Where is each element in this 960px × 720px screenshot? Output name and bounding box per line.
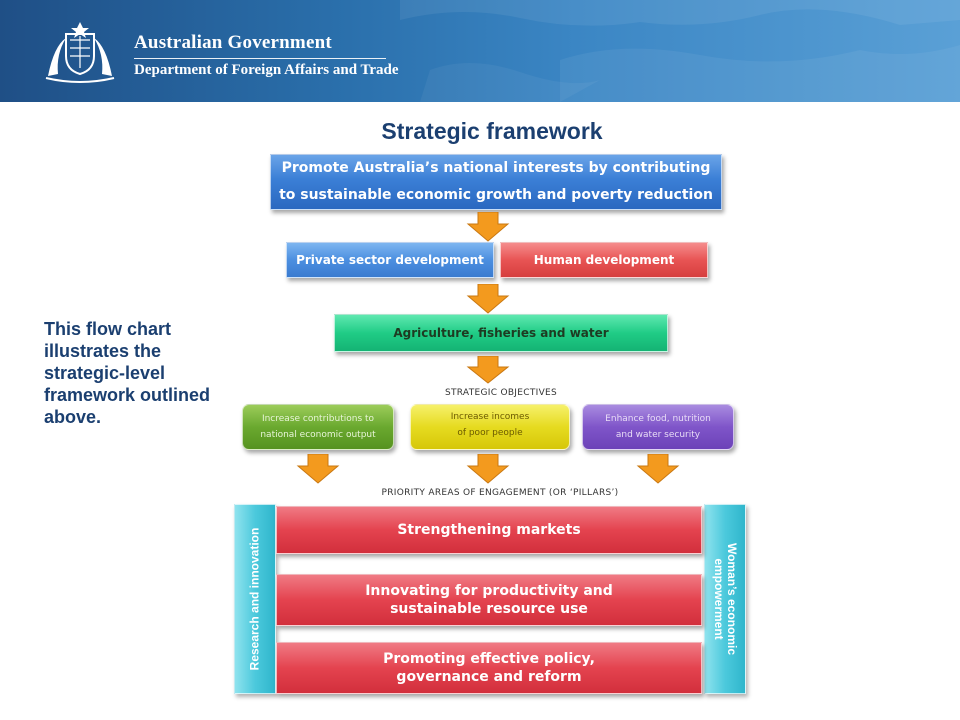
goal-line-2: to sustainable economic growth and pover…: [279, 187, 713, 203]
pillar-2-line-1: Innovating for productivity and: [365, 583, 613, 599]
objective-box-1: Increase contributions to national econo…: [242, 404, 394, 450]
pillar-box-2: Innovating for productivity and sustaina…: [276, 574, 702, 626]
research-innovation-label: Research and innovation: [247, 527, 262, 671]
womens-empowerment-line-2: empowerment: [712, 558, 726, 640]
objective-3-line-1: Enhance food, nutrition: [605, 414, 711, 424]
pillar-box-1: Strengthening markets: [276, 506, 702, 554]
pillar-1-line-1: Strengthening markets: [397, 522, 581, 538]
focus-box: Agriculture, fisheries and water: [334, 314, 668, 352]
down-arrow-icon: [466, 454, 510, 484]
objective-3-line-2: and water security: [615, 430, 701, 440]
header-banner: Australian Government Department of Fore…: [0, 0, 960, 102]
pillar-2-line-2: sustainable resource use: [390, 601, 588, 617]
private-sector-box: Private sector development: [286, 242, 494, 278]
down-arrow-icon: [466, 212, 510, 242]
coat-of-arms-icon: [45, 22, 115, 83]
objective-box-2: Increase incomes of poor people: [410, 404, 570, 450]
header-divider: [134, 58, 386, 59]
down-arrow-icon: [296, 454, 340, 484]
down-arrow-icon: [636, 454, 680, 484]
pillar-3-line-2: governance and reform: [396, 669, 582, 685]
down-arrow-icon: [466, 356, 510, 384]
goal-line-1: Promote Australia’s national interests b…: [281, 160, 711, 176]
womens-empowerment-label: Woman’s economic empowerment: [712, 542, 739, 656]
objective-2-line-1: Increase incomes: [450, 412, 530, 422]
human-development-box: Human development: [500, 242, 708, 278]
goal-box: Promote Australia’s national interests b…: [270, 154, 722, 210]
pillars-heading: PRIORITY AREAS OF ENGAGEMENT (OR ‘PILLAR…: [381, 488, 619, 498]
objectives-heading: STRATEGIC OBJECTIVES: [444, 388, 558, 398]
womens-empowerment-bar: Woman’s economic empowerment: [704, 504, 746, 694]
objective-1-line-1: Increase contributions to: [261, 414, 375, 424]
objective-box-3: Enhance food, nutrition and water securi…: [582, 404, 734, 450]
pillar-box-3: Promoting effective policy, governance a…: [276, 642, 702, 694]
government-name: Australian Government: [134, 32, 332, 53]
research-innovation-bar: Research and innovation: [234, 504, 276, 694]
pillar-3-line-1: Promoting effective policy,: [383, 651, 595, 667]
objective-1-line-2: national economic output: [260, 430, 376, 440]
side-note: This flow chart illustrates the strategi…: [44, 319, 211, 427]
department-name: Department of Foreign Affairs and Trade: [134, 62, 399, 78]
objective-2-line-2: of poor people: [457, 428, 523, 438]
world-map-graphic: [400, 0, 960, 102]
down-arrow-icon: [466, 284, 510, 314]
page-title: Strategic framework: [381, 118, 603, 144]
womens-empowerment-line-1: Woman’s economic: [725, 542, 739, 656]
